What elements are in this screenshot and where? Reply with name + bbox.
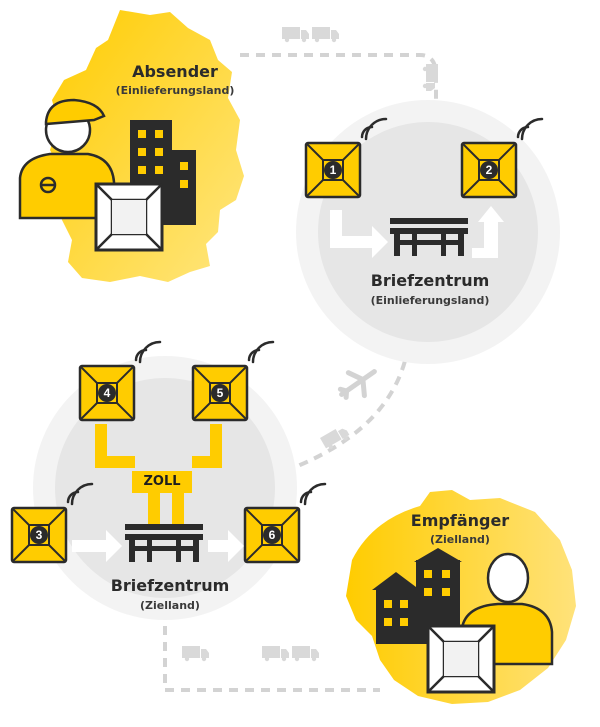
signal-waves-icon xyxy=(299,482,327,506)
postman-icon xyxy=(18,98,116,220)
step-2-parcel xyxy=(460,117,544,199)
step-1-parcel xyxy=(304,117,388,199)
plane-icon xyxy=(337,369,377,400)
sender-title: Absender xyxy=(132,62,218,81)
customs-icon xyxy=(132,471,192,493)
parcel-icon xyxy=(426,624,496,694)
step-number: 4 xyxy=(104,386,111,400)
step-6-parcel xyxy=(243,482,327,564)
hub-origin-title: Briefzentrum xyxy=(370,271,490,290)
step-5-parcel xyxy=(191,340,275,422)
recipient-subtitle: (Zielland) xyxy=(430,533,490,546)
arrow-through-hub xyxy=(72,530,244,562)
hub-dest-subtitle: (Zielland) xyxy=(140,599,200,612)
customs-label: ZOLL xyxy=(143,474,181,489)
parcel-icon xyxy=(94,182,164,252)
arrow-into-hub xyxy=(330,206,504,258)
step-number: 6 xyxy=(269,528,276,542)
step-number: 2 xyxy=(486,163,493,177)
signal-waves-icon xyxy=(516,117,544,141)
step-number: 5 xyxy=(217,386,224,400)
sender-subtitle: (Einlieferungsland) xyxy=(115,84,235,97)
hub-dest-title: Briefzentrum xyxy=(110,576,230,595)
recipient-title: Empfänger xyxy=(410,511,510,530)
step-number: 1 xyxy=(330,163,337,177)
signal-waves-icon xyxy=(247,340,275,364)
buildings-icon xyxy=(372,548,462,644)
step-number: 3 xyxy=(36,528,43,542)
customs-arrows xyxy=(95,424,222,524)
hub-origin-subtitle: (Einlieferungsland) xyxy=(370,294,490,307)
step-4-parcel xyxy=(78,340,162,422)
step-3-parcel xyxy=(10,482,94,564)
